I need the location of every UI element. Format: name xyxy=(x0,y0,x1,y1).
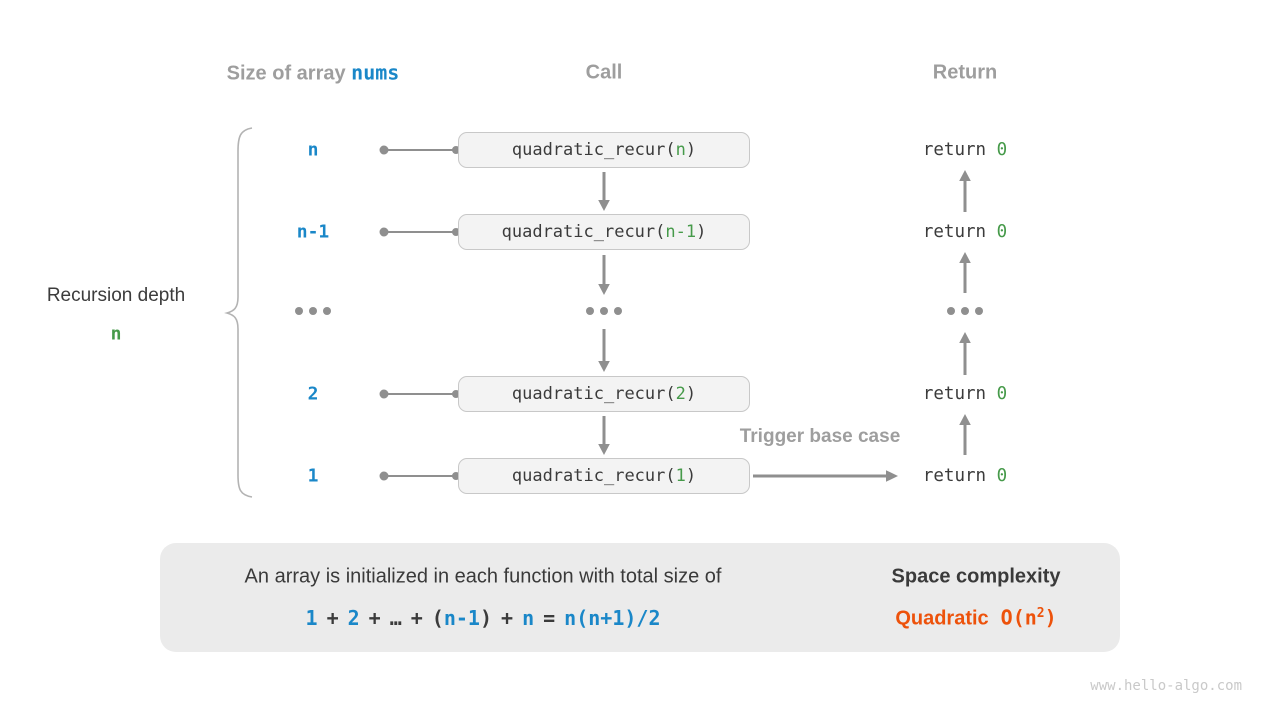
return-keyword: return xyxy=(922,384,997,404)
size-label: n-1 xyxy=(296,221,330,243)
call-box: quadratic_recur(1) xyxy=(458,458,750,494)
notation-close: ) xyxy=(1044,605,1057,630)
space-complexity-value: Quadratic O(n2) xyxy=(895,606,1056,631)
header-size-code: nums xyxy=(351,60,400,85)
formula-token: … xyxy=(389,606,402,630)
notation-open: O(n xyxy=(1000,605,1037,630)
call-text-close: ) xyxy=(685,140,697,160)
return-value: 0 xyxy=(996,222,1008,242)
formula-token: + xyxy=(410,606,423,630)
call-arg: 2 xyxy=(675,384,686,404)
formula-token: + xyxy=(368,606,381,630)
recursion-depth-label: Recursion depth xyxy=(46,285,186,306)
connector-line xyxy=(379,145,460,481)
return-statement: return 0 xyxy=(923,466,1007,486)
summary-formula: 1 + 2 + … + ( n-1 ) + n = n(n+1)/2 xyxy=(306,606,661,630)
formula-token: + xyxy=(501,606,514,630)
size-label: 1 xyxy=(307,465,319,487)
space-complexity-title: Space complexity xyxy=(891,565,1061,588)
return-keyword: return xyxy=(922,140,997,160)
space-complexity-word: Quadratic xyxy=(895,607,989,630)
header-return: Return xyxy=(932,61,998,84)
trigger-arrow xyxy=(753,470,898,482)
call-arg: n-1 xyxy=(665,222,697,242)
call-text-close: ) xyxy=(685,384,697,404)
formula-token: ) xyxy=(479,606,493,630)
recursion-depth-value: n xyxy=(110,323,122,345)
formula-token: n xyxy=(522,606,535,630)
call-box: quadratic_recur(n-1) xyxy=(458,214,750,250)
header-size-of-array: Size of array nums xyxy=(227,61,400,86)
call-text-close: ) xyxy=(696,222,707,242)
return-statement: return 0 xyxy=(923,222,1007,242)
return-keyword: return xyxy=(922,466,997,486)
call-text: quadratic_recur( xyxy=(501,222,666,242)
return-value: 0 xyxy=(996,140,1008,160)
formula-token: + xyxy=(326,606,339,630)
summary-text: An array is initialized in each function… xyxy=(244,565,722,588)
call-text: quadratic_recur( xyxy=(511,140,676,160)
formula-token: = xyxy=(543,606,556,630)
return-up-arrows xyxy=(959,170,971,455)
call-text: quadratic_recur( xyxy=(511,466,676,486)
call-box: quadratic_recur(n) xyxy=(458,132,750,168)
size-label: 2 xyxy=(307,383,319,405)
call-box: quadratic_recur(2) xyxy=(458,376,750,412)
return-statement: return 0 xyxy=(923,384,1007,404)
formula-token: 2 xyxy=(347,606,360,630)
header-call: Call xyxy=(585,61,623,84)
size-label: n xyxy=(307,139,319,161)
space-complexity-notation: O(n2) xyxy=(1001,606,1057,630)
return-value: 0 xyxy=(996,384,1008,404)
return-keyword: return xyxy=(922,222,997,242)
formula-token: 1 xyxy=(305,606,318,630)
call-text: quadratic_recur( xyxy=(511,384,676,404)
formula-token: ( xyxy=(431,606,444,630)
call-arg: n xyxy=(675,140,686,160)
header-size-prefix: Size of array xyxy=(226,62,352,85)
return-statement: return 0 xyxy=(923,140,1007,160)
formula-token: n-1 xyxy=(443,606,480,630)
call-arg: 1 xyxy=(675,466,686,486)
trigger-base-case-label: Trigger base case xyxy=(739,426,901,447)
ellipsis-dots xyxy=(295,307,983,315)
notation-exponent: 2 xyxy=(1036,605,1045,621)
formula-token: n(n+1)/2 xyxy=(564,606,661,630)
summary-panel xyxy=(160,543,1120,652)
watermark: www.hello-algo.com xyxy=(1090,678,1242,694)
return-value: 0 xyxy=(996,466,1008,486)
call-text-close: ) xyxy=(685,466,697,486)
brace-icon xyxy=(224,127,253,498)
